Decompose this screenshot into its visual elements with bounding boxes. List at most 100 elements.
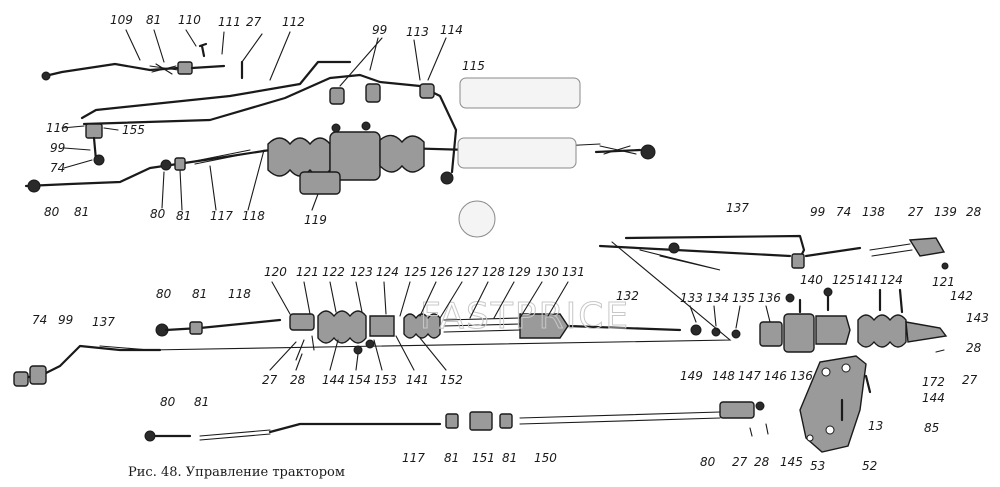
label-121: 121 [296,265,319,279]
label-121b: 121 [932,275,955,289]
label-124: 124 [376,265,399,279]
label-153: 153 [374,373,397,387]
label-123: 123 [350,265,373,279]
label-80e: 80 [700,455,716,469]
label-13: 13 [868,419,883,433]
label-27: 27 [246,15,262,29]
label-80b: 80 [150,207,166,221]
label-81e: 81 [194,395,209,409]
upper-linkage-assembly [24,42,656,195]
label-140: 140 [800,273,823,287]
label-74: 74 [50,161,65,175]
label-117b: 117 [402,451,425,465]
label-125b: 125 [832,273,855,287]
label-152: 152 [440,373,463,387]
label-137: 137 [726,201,749,215]
label-114: 114 [440,23,463,37]
label-81d: 81 [192,287,207,301]
label-74c: 74 [32,313,47,327]
label-138: 138 [862,205,885,219]
label-112: 112 [282,15,305,29]
label-130: 130 [536,265,559,279]
label-128: 128 [482,265,505,279]
label-124b: 124 [880,273,903,287]
label-81: 81 [146,13,161,27]
label-135: 135 [732,291,755,305]
label-125: 125 [404,265,427,279]
label-154: 154 [348,373,371,387]
label-80c: 80 [156,287,172,301]
upper-booster-unit [267,121,425,195]
label-141: 141 [856,273,879,287]
label-126: 126 [430,265,453,279]
label-27d: 27 [962,373,978,387]
middle-control-rod-assembly [13,241,948,387]
label-28b: 28 [290,373,306,387]
label-150: 150 [534,451,557,465]
label-143: 143 [966,311,989,325]
label-116: 116 [46,121,69,135]
label-109: 109 [110,13,133,27]
label-144: 144 [322,373,345,387]
label-81g: 81 [502,451,517,465]
label-115: 115 [462,59,485,73]
label-136: 136 [758,291,781,305]
label-28d: 28 [754,455,770,469]
watermark-text: FASTPRICE [420,296,630,337]
label-129: 129 [508,265,531,279]
label-141b: 141 [406,373,429,387]
label-28c: 28 [966,341,982,355]
label-118b: 118 [228,287,251,301]
label-99d: 99 [58,313,73,327]
label-27e: 27 [732,455,748,469]
label-132: 132 [616,289,639,303]
label-131: 131 [562,265,585,279]
label-172: 172 [922,375,945,389]
label-110: 110 [178,13,201,27]
label-99c: 99 [810,205,825,219]
blank-label-plate-upper [459,77,581,109]
callout-numbers: 109 81 110 111 27 112 99 113 114 115 116… [32,13,989,473]
label-148: 148 [712,369,735,383]
label-27b: 27 [908,205,924,219]
label-120: 120 [264,265,287,279]
label-52: 52 [862,459,877,473]
label-117: 117 [210,209,233,223]
figure-caption: Рис. 48. Управление трактором [128,465,345,480]
label-139: 139 [934,205,957,219]
label-122: 122 [322,265,345,279]
label-155: 155 [122,123,145,137]
label-113: 113 [406,25,429,39]
label-119: 119 [304,213,327,227]
lower-control-rod [144,401,769,442]
mounting-bracket [799,355,872,453]
label-136b: 136 [790,369,813,383]
label-111: 111 [218,15,241,29]
blank-label-plate-lower [457,137,577,169]
label-134: 134 [706,291,729,305]
label-146: 146 [764,369,787,383]
label-147: 147 [738,369,761,383]
label-145: 145 [780,455,803,469]
label-127: 127 [456,265,479,279]
leader-lines [61,29,771,371]
label-81b: 81 [74,205,89,219]
label-81f: 81 [444,451,459,465]
label-74b: 74 [836,205,851,219]
blank-disc [458,200,496,238]
label-28: 28 [966,205,982,219]
label-151: 151 [472,451,495,465]
right-upper-lever-assembly [598,234,949,271]
label-80d: 80 [160,395,176,409]
label-80: 80 [44,205,60,219]
label-27c: 27 [262,373,278,387]
label-142: 142 [950,289,973,303]
label-99b: 99 [50,141,65,155]
label-99: 99 [372,23,387,37]
label-118: 118 [242,209,265,223]
label-133: 133 [680,291,703,305]
label-85: 85 [924,421,939,435]
label-144b: 144 [922,391,945,405]
label-137b: 137 [92,315,115,329]
